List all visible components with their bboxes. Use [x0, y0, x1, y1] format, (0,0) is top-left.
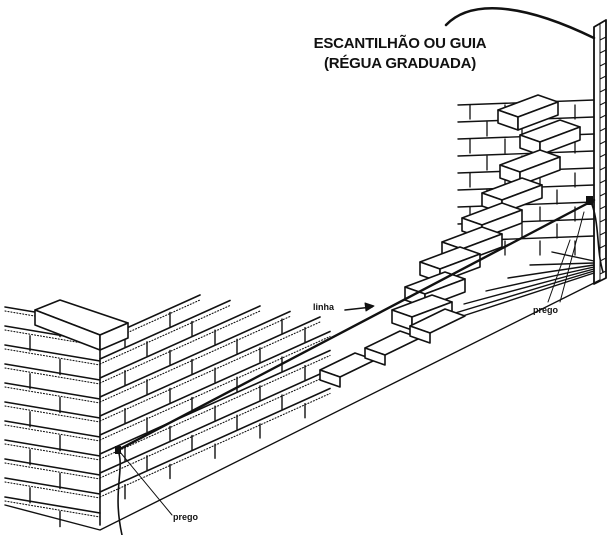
label-line: linha: [313, 302, 335, 312]
mortar-line: [4, 500, 101, 518]
left-nail: [115, 446, 173, 536]
mortar-line: [99, 321, 321, 422]
title-line-2: (RÉGUA GRADUADA): [323, 55, 477, 72]
right-nail: [547, 196, 604, 303]
label-nail-left: prego: [173, 512, 199, 522]
course-line: [99, 316, 321, 417]
rule-tick: [599, 218, 607, 223]
front-wall-course: [319, 308, 466, 388]
mortar-line: [99, 310, 261, 384]
course-line: [485, 266, 595, 292]
guide-rule-title: ESCANTILHÃO OU GUIA (RÉGUA GRADUADA): [300, 34, 500, 74]
course-line: [4, 420, 101, 438]
course-brick-face: [409, 325, 431, 344]
rule-tick: [599, 127, 607, 132]
mortar-line: [4, 424, 101, 442]
course-line: [441, 270, 595, 318]
mortar-line: [4, 348, 101, 366]
course-brick-face: [319, 369, 341, 388]
course-brick-face: [364, 347, 386, 366]
rule-tick: [599, 36, 607, 41]
mortar-line: [99, 335, 331, 441]
rule-tick: [599, 153, 607, 158]
course-line: [4, 496, 101, 514]
course-line: [551, 251, 595, 262]
rule-tick: [599, 166, 607, 171]
rule-tick: [599, 88, 607, 93]
rule-tick: [599, 179, 607, 184]
course-line: [99, 330, 331, 436]
course-line: [463, 268, 595, 305]
course-line: [4, 477, 101, 495]
rule-tick: [599, 49, 607, 54]
mortar-line: [4, 405, 101, 423]
rule-tick: [599, 192, 607, 197]
course-line: [4, 344, 101, 362]
course-line: [4, 458, 101, 476]
mortar-line: [4, 367, 101, 385]
course-line: [457, 150, 595, 157]
step-brick-side: [517, 101, 559, 131]
mortar-line: [99, 373, 331, 479]
label-nail-right: prego: [533, 305, 559, 315]
course-line: [99, 310, 291, 398]
rule-tick: [599, 75, 607, 80]
course-line: [507, 264, 595, 279]
mortar-line: [99, 304, 231, 365]
mortar-line: [99, 315, 291, 403]
rule-tick: [599, 205, 607, 210]
rule-tick: [599, 244, 607, 249]
mortar-line: [4, 462, 101, 480]
graduated-guide-rule: [593, 19, 607, 285]
rule-tick: [599, 140, 607, 145]
left-corner-wall: [4, 279, 601, 531]
rule-tick: [599, 231, 607, 236]
course-line: [4, 363, 101, 381]
mortar-line: [4, 481, 101, 499]
mortar-line: [4, 443, 101, 461]
course-line: [99, 368, 331, 474]
rule-tick: [599, 101, 607, 106]
guide-string-line: [116, 198, 596, 452]
top-brick-end: [99, 322, 129, 351]
rule-ticks: [599, 36, 607, 275]
mortar-line: [4, 386, 101, 404]
title-leader-line: [444, 7, 596, 40]
course-line: [4, 401, 101, 419]
rule-tick: [599, 62, 607, 67]
base-line: [4, 279, 601, 531]
course-line: [99, 349, 331, 455]
course-line: [99, 305, 261, 379]
line-arrow: [344, 302, 375, 312]
course-line: [4, 382, 101, 400]
title-line-1: ESCANTILHÃO OU GUIA: [313, 35, 487, 52]
rule-tick: [599, 114, 607, 119]
course-line: [4, 439, 101, 457]
mortar-line: [4, 329, 101, 347]
course-line: [99, 299, 231, 360]
